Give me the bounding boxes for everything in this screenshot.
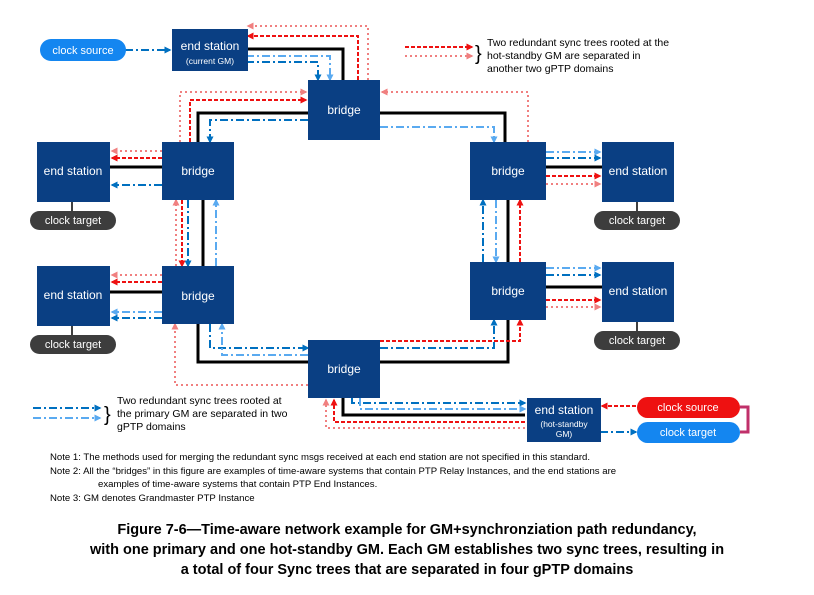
legend-standby-line1: Two redundant sync trees rooted at the [487, 37, 669, 49]
bridge-left-upper-label: bridge [181, 164, 215, 178]
clock-target-left-lower[interactable]: clock target [30, 335, 116, 354]
clock-target-right-upper-label: clock target [609, 215, 665, 227]
clock-source-standby[interactable]: clock source [637, 397, 740, 418]
primary-sync-trees [110, 46, 638, 436]
end-station-left-upper-label: end station [44, 164, 103, 178]
bridge-top-label: bridge [327, 103, 361, 117]
end-station-left-upper[interactable]: end station [37, 142, 110, 202]
bridge-bottom-label: bridge [327, 362, 361, 376]
link-left-lower-to-bottom [196, 324, 308, 364]
bridge-right-upper[interactable]: bridge [470, 142, 546, 200]
legend-primary-brace: } [104, 404, 111, 426]
clock-source-standby-label: clock source [657, 402, 718, 414]
legend-primary-line1: Two redundant sync trees rooted at [117, 395, 282, 407]
legend-standby-line3: another two gPTP domains [487, 63, 613, 75]
bridge-right-lower[interactable]: bridge [470, 262, 546, 320]
clock-target-drops [71, 202, 638, 336]
link-right-lower-to-bottom [380, 320, 510, 364]
end-station-right-upper-label: end station [609, 164, 668, 178]
note-2: Note 2: All the “bridges” in this figure… [50, 466, 616, 477]
physical-links [110, 47, 602, 417]
legend-standby: } Two redundant sync trees rooted at the… [405, 37, 669, 75]
legend-primary-line2: the primary GM are separated in two [117, 408, 288, 420]
note-1: Note 1: The methods used for merging the… [50, 452, 590, 463]
clock-target-right-lower-label: clock target [609, 335, 665, 347]
clock-source-primary[interactable]: clock source [40, 39, 126, 61]
standby-clock-connector [740, 405, 750, 434]
bridge-left-lower-label: bridge [181, 289, 215, 303]
clock-target-left-upper-label: clock target [45, 215, 101, 227]
caption-line3: a total of four Sync trees that are sepa… [181, 562, 634, 578]
link-top-to-right-upper [380, 111, 507, 142]
end-station-left-lower[interactable]: end station [37, 266, 110, 326]
clock-target-left-lower-label: clock target [45, 339, 101, 351]
gm-standby-label: end station [535, 403, 594, 417]
end-station-left-lower-label: end station [44, 288, 103, 302]
end-station-right-upper[interactable]: end station [602, 142, 674, 202]
link-top-to-left-upper [196, 111, 308, 142]
clock-target-standby[interactable]: clock target [637, 422, 740, 443]
bridge-bottom[interactable]: bridge [308, 340, 380, 398]
bridge-top[interactable]: bridge [308, 80, 380, 140]
clock-target-right-upper[interactable]: clock target [594, 211, 680, 230]
legend-standby-brace: } [475, 43, 482, 65]
gm-standby-sub2: GM) [556, 429, 573, 439]
bridge-left-lower[interactable]: bridge [162, 266, 234, 324]
bridge-left-upper[interactable]: bridge [162, 142, 234, 200]
gm-primary[interactable]: end station (current GM) [172, 29, 248, 71]
figure-caption: Figure 7-6—Time-aware network example fo… [89, 522, 724, 578]
gm-standby-sub1: (hot-standby [540, 419, 588, 429]
note-2-continued: examples of time-aware systems that cont… [98, 479, 377, 490]
gm-standby[interactable]: end station (hot-standby GM) [527, 398, 601, 442]
clock-source-primary-label: clock source [52, 45, 113, 57]
caption-line2: with one primary and one hot-standby GM.… [89, 542, 724, 558]
standby-sync-trees [110, 22, 636, 429]
clock-target-right-lower[interactable]: clock target [594, 331, 680, 350]
clock-target-left-upper[interactable]: clock target [30, 211, 116, 230]
bridge-right-lower-label: bridge [491, 284, 525, 298]
gm-primary-label: end station [181, 39, 240, 53]
end-station-right-lower-label: end station [609, 284, 668, 298]
legend-primary: } Two redundant sync trees rooted at the… [33, 395, 288, 433]
legend-standby-line2: hot-standby GM are separated in [487, 50, 641, 62]
bridge-right-upper-label: bridge [491, 164, 525, 178]
legend-primary-line3: gPTP domains [117, 421, 186, 433]
link-bottom-to-standby-gm [341, 398, 525, 417]
end-station-right-lower[interactable]: end station [602, 262, 674, 322]
notes: Note 1: The methods used for merging the… [50, 452, 616, 504]
caption-line1: Figure 7-6—Time-aware network example fo… [117, 522, 696, 538]
gm-primary-sub: (current GM) [186, 56, 234, 66]
note-3: Note 3: GM denotes Grandmaster PTP Insta… [50, 493, 255, 504]
link-primary-gm-to-top-bridge [248, 47, 345, 80]
clock-target-standby-label: clock target [660, 427, 716, 439]
